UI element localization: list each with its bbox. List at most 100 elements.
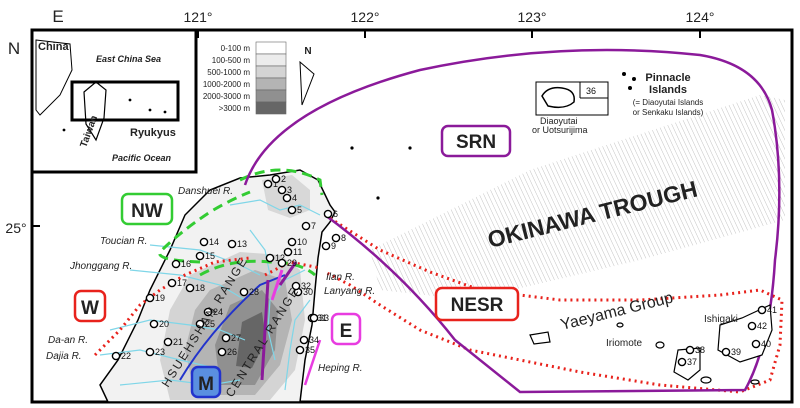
site-number: 10 (297, 237, 307, 247)
site-number: 39 (731, 347, 741, 357)
site-marker (195, 251, 205, 261)
lat-tick-25: 25° (5, 220, 26, 236)
legend-label: 1000-2000 m (203, 80, 250, 89)
site-number: 29 (287, 258, 297, 268)
site-marker (677, 357, 687, 367)
diaoyutai-inset: 36 (535, 81, 609, 116)
iriomote-label: Iriomote (606, 338, 643, 349)
site-number: 25 (205, 319, 215, 329)
legend-label: >3000 m (219, 104, 251, 113)
ryukyu-islands (529, 304, 773, 385)
region-nw: NW (120, 192, 174, 226)
inset-pacific-label: Pacific Ocean (112, 153, 172, 163)
inset-ryukyus-label: Ryukyus (130, 127, 176, 139)
site-marker (295, 345, 305, 355)
site-marker (195, 319, 205, 329)
tick-marks (32, 30, 701, 227)
site-marker (751, 339, 761, 349)
site-number: 38 (695, 345, 705, 355)
site-number: 37 (687, 357, 697, 367)
fault-blue (179, 274, 286, 381)
site-marker (282, 193, 292, 203)
danshuei-river-label: Danshuei R. (178, 186, 233, 197)
corner-e-label: E (52, 7, 63, 26)
site-marker (291, 281, 301, 291)
region-nesr: NESR (434, 286, 520, 322)
ishigaki-label: Ishigaki (704, 314, 738, 325)
site-number: 4 (292, 193, 297, 203)
site-number: 32 (301, 281, 311, 291)
site-marker (145, 293, 155, 303)
region-w: W (73, 289, 107, 323)
site-number: 31 (317, 313, 327, 323)
site-marker (331, 233, 341, 243)
legend-swatch (255, 41, 287, 55)
boundary-srn (243, 48, 781, 394)
srn-label: SRN (456, 132, 496, 153)
e-label: E (340, 321, 353, 342)
lon-tick-122: 122° (351, 9, 380, 25)
north-arrow (299, 60, 315, 106)
site-number: 11 (293, 247, 302, 257)
toucian-river-label: Toucian R. (100, 236, 147, 247)
site-number: 27 (231, 333, 241, 343)
pinnacle-label-4: or Senkaku Islands) (633, 108, 704, 117)
nw-label: NW (131, 201, 163, 222)
daan-river-label: Da-an R. (48, 335, 88, 346)
diaoyutai-label: Diaoyutai (540, 116, 578, 126)
site-number: 16 (181, 259, 191, 269)
site-marker (321, 241, 331, 251)
legend-label: 0-100 m (221, 44, 251, 53)
boundary-north (264, 260, 321, 277)
site-marker (217, 347, 227, 357)
river-network (99, 199, 321, 391)
site-number: 5 (297, 205, 302, 215)
site-marker (287, 237, 297, 247)
region-srn: SRN (440, 124, 512, 158)
site-number: 6 (333, 209, 338, 219)
site-marker (167, 278, 177, 288)
site-number: 40 (761, 339, 771, 349)
site-marker (171, 259, 181, 269)
site-number: 24 (213, 307, 223, 317)
site-marker (277, 258, 287, 268)
site-marker (145, 347, 155, 357)
site-number: 20 (159, 319, 169, 329)
site-number: 17 (177, 278, 187, 288)
site-marker (685, 345, 695, 355)
site-marker (721, 347, 731, 357)
site-marker (757, 305, 767, 315)
site-number: 3 (287, 185, 292, 195)
jhonggang-river-label: Jhonggang R. (69, 261, 132, 272)
site-number: 9 (331, 241, 336, 251)
site-number: 23 (155, 347, 165, 357)
site-number: 7 (311, 221, 316, 231)
inset-site-label: 36 (586, 86, 596, 96)
site-marker (227, 239, 237, 249)
fault-purple-n (278, 261, 298, 286)
site-marker (309, 313, 319, 323)
site-number: 35 (305, 345, 315, 355)
site-marker (263, 179, 273, 189)
site-number: 12 (275, 253, 285, 263)
region-m: M (190, 365, 222, 399)
lon-tick-124: 124° (686, 9, 715, 25)
pinnacle-label-3: (= Diaoyutai Islands (633, 98, 703, 107)
site-marker (301, 221, 311, 231)
boundary-nw-west (158, 190, 251, 264)
site-marker (323, 209, 333, 219)
site-marker (239, 287, 249, 297)
site-number: 2 (281, 174, 286, 184)
islets (350, 72, 636, 200)
site-number: 19 (155, 293, 165, 303)
site-marker (283, 247, 293, 257)
dajia-river-label: Dajia R. (46, 351, 82, 362)
inset-east-china-sea-label: East China Sea (96, 54, 161, 64)
uotsurijima-label: or Uotsurijima (532, 125, 588, 135)
site-marker (271, 174, 281, 184)
boundary-nw-north (239, 168, 324, 196)
nesr-label: NESR (451, 295, 504, 316)
corner-n-label: N (8, 39, 20, 58)
